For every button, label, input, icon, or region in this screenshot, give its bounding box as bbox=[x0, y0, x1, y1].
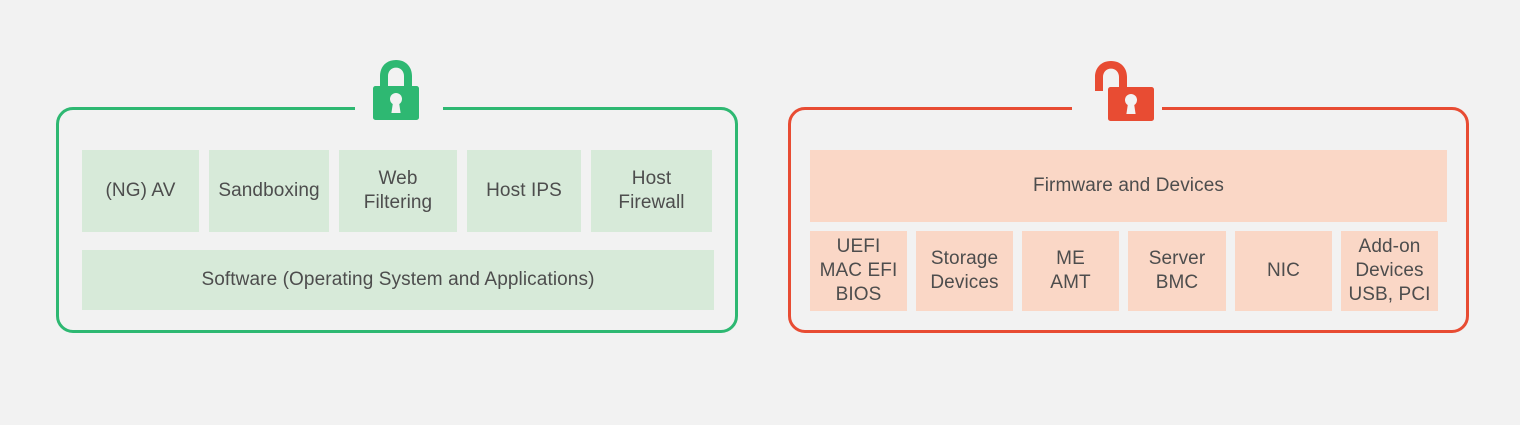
control-box-sandboxing: Sandboxing bbox=[209, 150, 329, 232]
padlock-closed-icon bbox=[367, 58, 425, 125]
firmware-header-bar: Firmware and Devices bbox=[810, 150, 1447, 222]
component-box-nic: NIC bbox=[1235, 231, 1332, 311]
component-box-uefi-bios: UEFI MAC EFI BIOS bbox=[810, 231, 907, 311]
padlock-open-icon bbox=[1092, 55, 1156, 126]
component-box-add-on-devices: Add-on Devices USB, PCI bbox=[1341, 231, 1438, 311]
component-box-storage-devices: Storage Devices bbox=[916, 231, 1013, 311]
control-box-host-ips: Host IPS bbox=[467, 150, 581, 232]
control-box-host-firewall: Host Firewall bbox=[591, 150, 712, 232]
firmware-components-row: UEFI MAC EFI BIOS Storage Devices ME AMT… bbox=[810, 231, 1438, 311]
software-controls-row: (NG) AV Sandboxing Web Filtering Host IP… bbox=[82, 150, 712, 232]
software-base-bar: Software (Operating System and Applicati… bbox=[82, 250, 714, 310]
control-box-ng-av: (NG) AV bbox=[82, 150, 199, 232]
component-box-server-bmc: Server BMC bbox=[1128, 231, 1226, 311]
component-box-me-amt: ME AMT bbox=[1022, 231, 1119, 311]
control-box-web-filtering: Web Filtering bbox=[339, 150, 457, 232]
